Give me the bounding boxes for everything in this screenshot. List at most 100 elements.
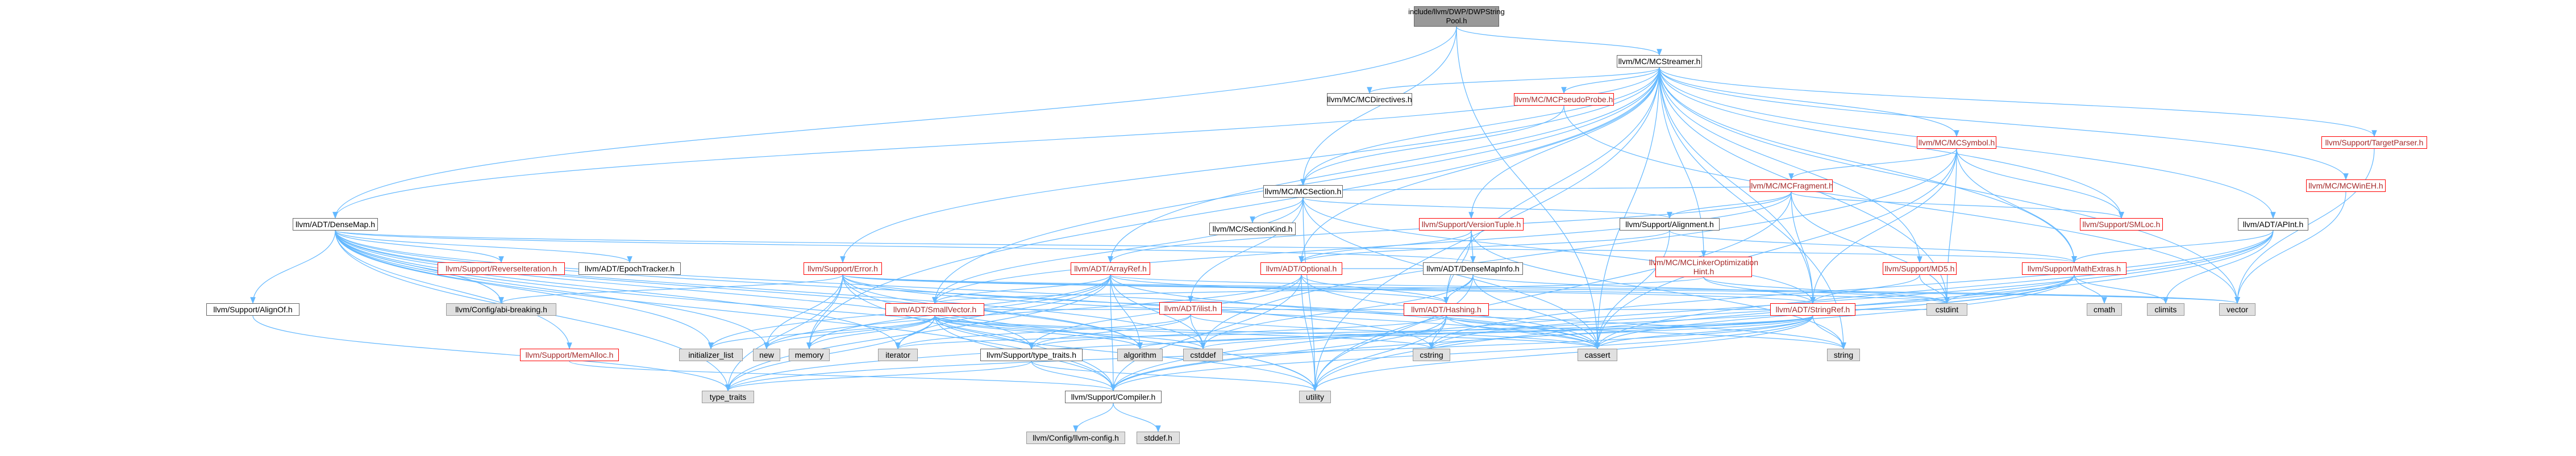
- node-string-ref[interactable]: llvm/ADT/StringRef.h: [1770, 303, 1855, 316]
- node-mc-streamer[interactable]: llvm/MC/MCStreamer.h: [1617, 55, 1702, 68]
- node-initializer-list[interactable]: initializer_list: [679, 349, 743, 361]
- edge-smallvector-to-typetraits: [934, 315, 1034, 350]
- edge-error-to-configbreak: [498, 274, 843, 304]
- node-ap-int[interactable]: llvm/ADT/APInt.h: [2238, 218, 2308, 231]
- node-algorithm[interactable]: algorithm: [1117, 349, 1163, 361]
- edge-densemapinfo-to-cassert: [1472, 274, 1600, 350]
- node-sm-loc[interactable]: llvm/Support/SMLoc.h: [2080, 218, 2163, 231]
- edge-mcfragment-to-smallvector: [932, 191, 1792, 304]
- edge-stringref-to-cstring: [1429, 315, 1813, 350]
- node-version-tuple[interactable]: llvm/Support/VersionTuple.h: [1419, 218, 1524, 231]
- edge-compiler-to-llvmconfig: [1073, 403, 1114, 433]
- edge-arrayref-to-cstddef: [1110, 274, 1206, 350]
- edge-mcstreamer-to-vector: [1659, 67, 2240, 304]
- node-alignment[interactable]: llvm/Support/Alignment.h: [1620, 218, 1720, 231]
- node-dense-map-info[interactable]: llvm/ADT/DenseMapInfo.h: [1423, 262, 1523, 275]
- edge-hashing-to-cassert: [1446, 315, 1600, 350]
- edge-alignment-to-mathextras: [1669, 230, 2077, 263]
- node-cmath[interactable]: cmath: [2087, 303, 2122, 316]
- node-mc-section[interactable]: llvm/MC/MCSection.h: [1263, 185, 1343, 198]
- edge-smallvector-to-cstring: [934, 315, 1434, 350]
- edge-mathextras-to-cmath: [2074, 274, 2107, 304]
- edge-smallvector-to-cstddef: [934, 315, 1206, 350]
- edge-mcstreamer-to-mcsymbol: [1659, 67, 1959, 137]
- node-climits[interactable]: climits: [2147, 303, 2184, 316]
- edge-mcstreamer-to-stringref: [1659, 67, 1816, 304]
- node-epoch-tracker[interactable]: llvm/ADT/EpochTracker.h: [579, 262, 681, 275]
- node-reverse-iteration[interactable]: llvm/Support/ReverseIteration.h: [438, 262, 565, 275]
- edge-mcstreamer-to-mcwinEH: [1659, 67, 2349, 181]
- node-align-of[interactable]: llvm/Support/AlignOf.h: [206, 303, 299, 316]
- edge-error-to-typetraitsstd: [725, 274, 843, 392]
- node-mc-fragment[interactable]: llvm/MC/MCFragment.h: [1749, 179, 1833, 192]
- node-string[interactable]: string: [1827, 349, 1860, 361]
- node-new[interactable]: new: [753, 349, 780, 361]
- node-utility[interactable]: utility: [1299, 391, 1331, 403]
- node-optional[interactable]: llvm/ADT/Optional.h: [1260, 262, 1342, 275]
- edge-stringref-to-typetraitsstd: [725, 315, 1813, 392]
- edge-mathextras-to-cstdint: [1944, 274, 2075, 304]
- edge-mcsection-to-ilist: [1188, 197, 1304, 303]
- edge-densemap-to-configbreak: [335, 230, 504, 304]
- node-abi-breaking[interactable]: llvm/Config/abi-breaking.h: [446, 303, 556, 316]
- node-llvm-config[interactable]: llvm/Config/llvm-config.h: [1026, 432, 1125, 444]
- node-cstdint[interactable]: cstdint: [1926, 303, 1967, 316]
- edge-densemap-to-cassert: [335, 230, 1600, 350]
- edge-versiontuple-to-string: [1471, 230, 1846, 350]
- edge-stringref-to-cstddef: [1200, 315, 1813, 350]
- edge-stringref-to-utility: [1312, 315, 1813, 392]
- edge-hashing-to-string: [1446, 315, 1846, 350]
- node-ilist[interactable]: llvm/ADT/ilist.h: [1159, 302, 1222, 315]
- node-compiler[interactable]: llvm/Support/Compiler.h: [1065, 391, 1162, 403]
- node-md5[interactable]: llvm/Support/MD5.h: [1883, 262, 1957, 275]
- edge-mcsymbol-to-mcfragment: [1788, 148, 1957, 181]
- node-stddef[interactable]: stddef.h: [1137, 432, 1180, 444]
- node-cstddef[interactable]: cstddef: [1183, 349, 1223, 361]
- node-cassert[interactable]: cassert: [1578, 349, 1617, 361]
- node-hashing[interactable]: llvm/ADT/Hashing.h: [1404, 303, 1489, 316]
- node-vector[interactable]: vector: [2219, 303, 2255, 316]
- node-math-extras[interactable]: llvm/Support/MathExtras.h: [2022, 262, 2126, 275]
- node-mc-win-eh[interactable]: llvm/MC/MCWinEH.h: [2306, 179, 2386, 192]
- node-section-kind[interactable]: llvm/MC/SectionKind.h: [1209, 223, 1296, 235]
- edge-optional-to-hashing: [1301, 274, 1449, 304]
- node-error[interactable]: llvm/Support/Error.h: [804, 262, 882, 275]
- edge-arrayref-to-hashing: [1110, 274, 1449, 304]
- edge-mcfragment-to-cstdint: [1791, 191, 1950, 304]
- node-array-ref[interactable]: llvm/ADT/ArrayRef.h: [1071, 262, 1150, 275]
- node-target-parser[interactable]: llvm/Support/TargetParser.h: [2321, 136, 2427, 149]
- edge-typetraits-to-typetraitsstd: [725, 361, 1032, 392]
- edge-root-to-cassert: [1456, 26, 1600, 350]
- edge-mcsymbol-to-stringref: [1810, 148, 1957, 304]
- edge-mathextras-to-typetraitsstd: [725, 274, 2075, 392]
- edge-densemap-to-iterator: [335, 230, 901, 350]
- node-mc-symbol[interactable]: llvm/MC/MCSymbol.h: [1917, 136, 1996, 149]
- edge-error-to-stringref: [842, 274, 1816, 304]
- edge-mcstreamer-to-hashing: [1443, 67, 1660, 304]
- edge-mcstreamer-to-mcsection: [1300, 67, 1660, 186]
- node-iterator[interactable]: iterator: [878, 349, 918, 361]
- edge-hashing-to-utility: [1312, 315, 1447, 392]
- node-type-traits-llvm[interactable]: llvm/Support/type_traits.h: [980, 349, 1083, 361]
- node-memory[interactable]: memory: [789, 349, 830, 361]
- node-small-vector[interactable]: llvm/ADT/SmallVector.h: [885, 303, 984, 316]
- node-mem-alloc[interactable]: llvm/Support/MemAlloc.h: [520, 349, 619, 361]
- edge-versiontuple-to-optional: [1299, 230, 1472, 263]
- edge-mcpseudoprobe-to-vector: [1563, 105, 2240, 304]
- edge-densemap-to-algorithm: [335, 230, 1143, 350]
- node-mc-pseudo-probe[interactable]: llvm/MC/MCPseudoProbe.h: [1514, 93, 1614, 106]
- edge-alignment-to-optional: [1299, 230, 1670, 263]
- edge-mcstreamer-to-smloc: [1659, 67, 2124, 219]
- edge-mathextras-to-cstring: [1429, 274, 2075, 350]
- node-dense-map[interactable]: llvm/ADT/DenseMap.h: [293, 218, 378, 231]
- edge-root-to-mcstreamer: [1456, 26, 1662, 56]
- edge-smallvector-to-algorithm: [934, 315, 1143, 350]
- edge-apint-to-climits: [2163, 230, 2274, 304]
- node-mc-directives[interactable]: llvm/MC/MCDirectives.h: [1327, 93, 1412, 106]
- node-cstring[interactable]: cstring: [1413, 349, 1450, 361]
- edge-mcstreamer-to-md5: [1659, 67, 1922, 263]
- node-type-traits-std[interactable]: type_traits: [702, 391, 754, 403]
